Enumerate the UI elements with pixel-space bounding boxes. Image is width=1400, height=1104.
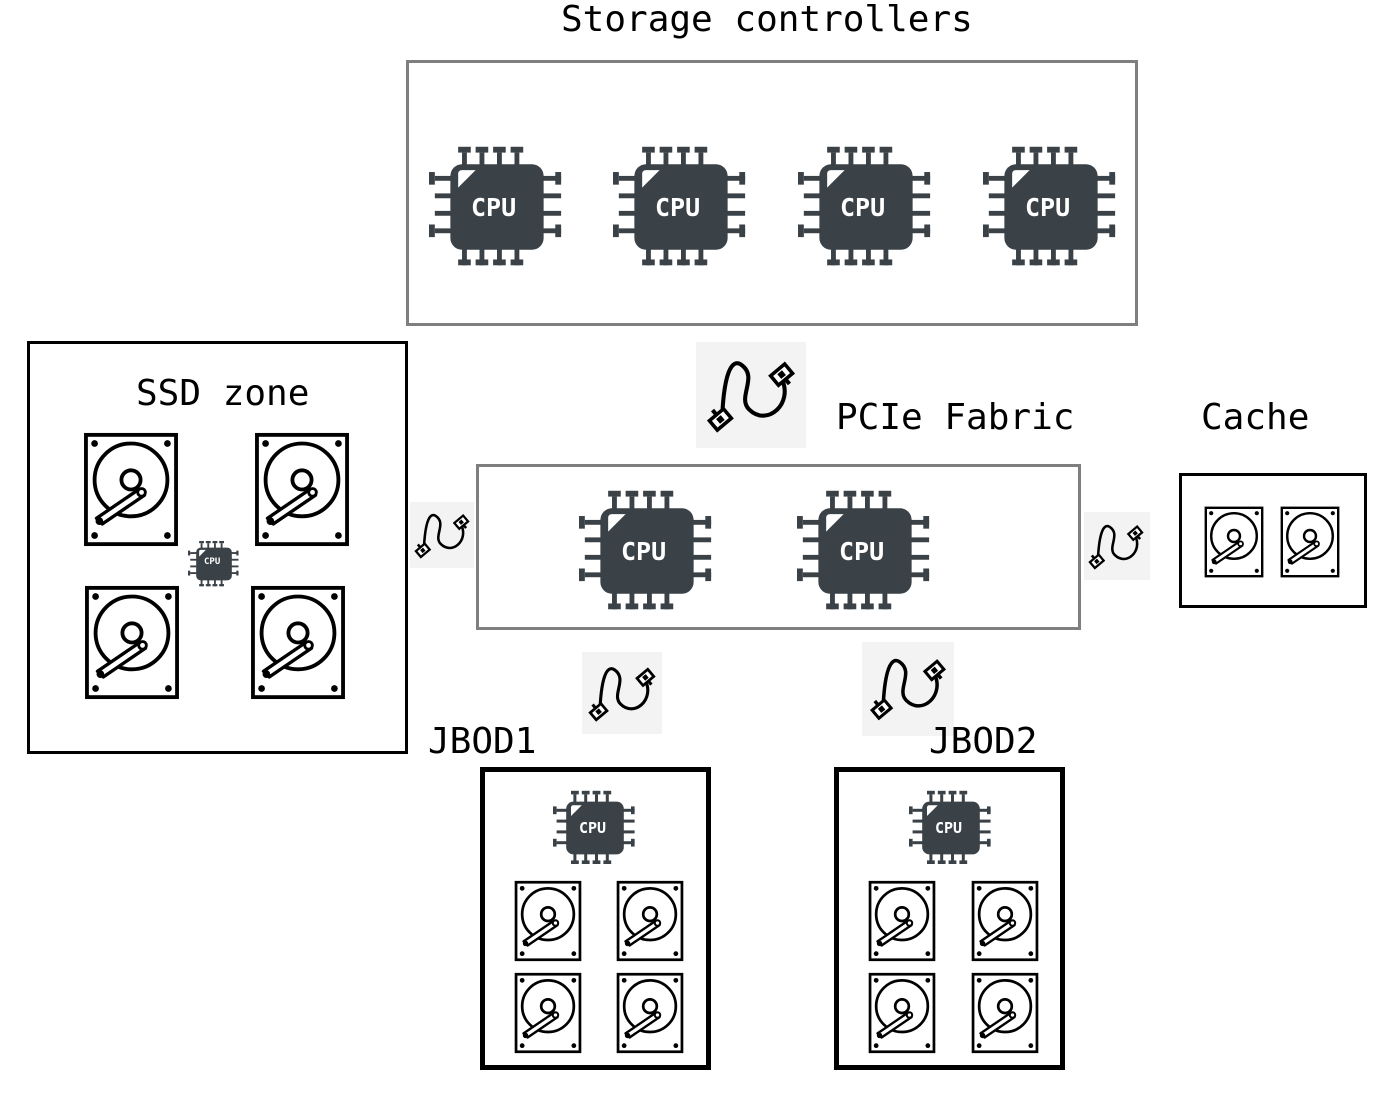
- ssd-zone-box: SSD zone CPU: [27, 341, 408, 754]
- storage-controllers-box: CPU CPU CPU CPU: [406, 60, 1138, 326]
- cable-icon: [410, 503, 474, 567]
- jbod1-label: JBOD1: [428, 721, 537, 762]
- hard-disk-icon: [971, 880, 1039, 962]
- cpu-chip-text: CPU: [204, 557, 221, 567]
- cpu-chip-text: CPU: [935, 819, 963, 837]
- hard-disk-icon: [868, 972, 936, 1054]
- hard-disk-icon: [514, 880, 582, 962]
- cable-icon: [700, 344, 802, 446]
- hard-disk-icon: [971, 972, 1039, 1054]
- cable-icon: [1084, 514, 1148, 578]
- ssd-zone-label: SSD zone: [136, 373, 310, 414]
- hard-disk-icon: [616, 880, 684, 962]
- cpu-chip-text: CPU: [1025, 193, 1071, 222]
- cache-box: [1179, 473, 1367, 608]
- hard-disk-icon: [84, 585, 180, 700]
- hard-disk-icon: [1280, 506, 1340, 578]
- hard-disk-icon: [868, 880, 936, 962]
- cpu-chip-text: CPU: [839, 537, 885, 566]
- hard-disk-icon: [250, 585, 346, 700]
- jbod1-box: CPU: [480, 767, 711, 1070]
- cpu-chip-text: CPU: [471, 193, 517, 222]
- hard-disk-icon: [514, 972, 582, 1054]
- storage-controllers-label: Storage controllers: [561, 0, 973, 40]
- hard-disk-icon: [83, 432, 179, 547]
- hard-disk-icon: [616, 972, 684, 1054]
- cpu-chip-text: CPU: [621, 537, 667, 566]
- jbod2-box: CPU: [834, 767, 1065, 1070]
- pcie-fabric-label: PCIe Fabric: [836, 397, 1075, 438]
- hard-disk-icon: [254, 432, 350, 547]
- cache-label: Cache: [1201, 397, 1310, 438]
- cpu-chip-text: CPU: [579, 819, 607, 837]
- jbod2-label: JBOD2: [929, 721, 1038, 762]
- hard-disk-icon: [1204, 506, 1264, 578]
- pcie-fabric-box: CPU CPU: [476, 464, 1081, 630]
- cable-icon: [864, 644, 952, 732]
- cpu-chip-text: CPU: [655, 193, 701, 222]
- cable-icon: [583, 654, 661, 732]
- cpu-chip-text: CPU: [840, 193, 886, 222]
